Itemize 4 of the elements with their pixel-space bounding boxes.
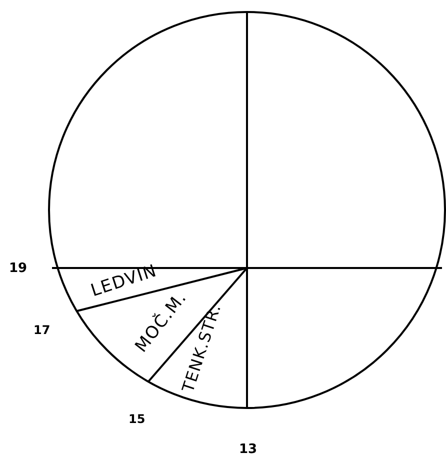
axis-number: 19 — [9, 262, 28, 274]
axis-number: 15 — [128, 413, 146, 425]
axis-number: 13 — [239, 442, 258, 456]
axis-number: 17 — [34, 324, 50, 336]
